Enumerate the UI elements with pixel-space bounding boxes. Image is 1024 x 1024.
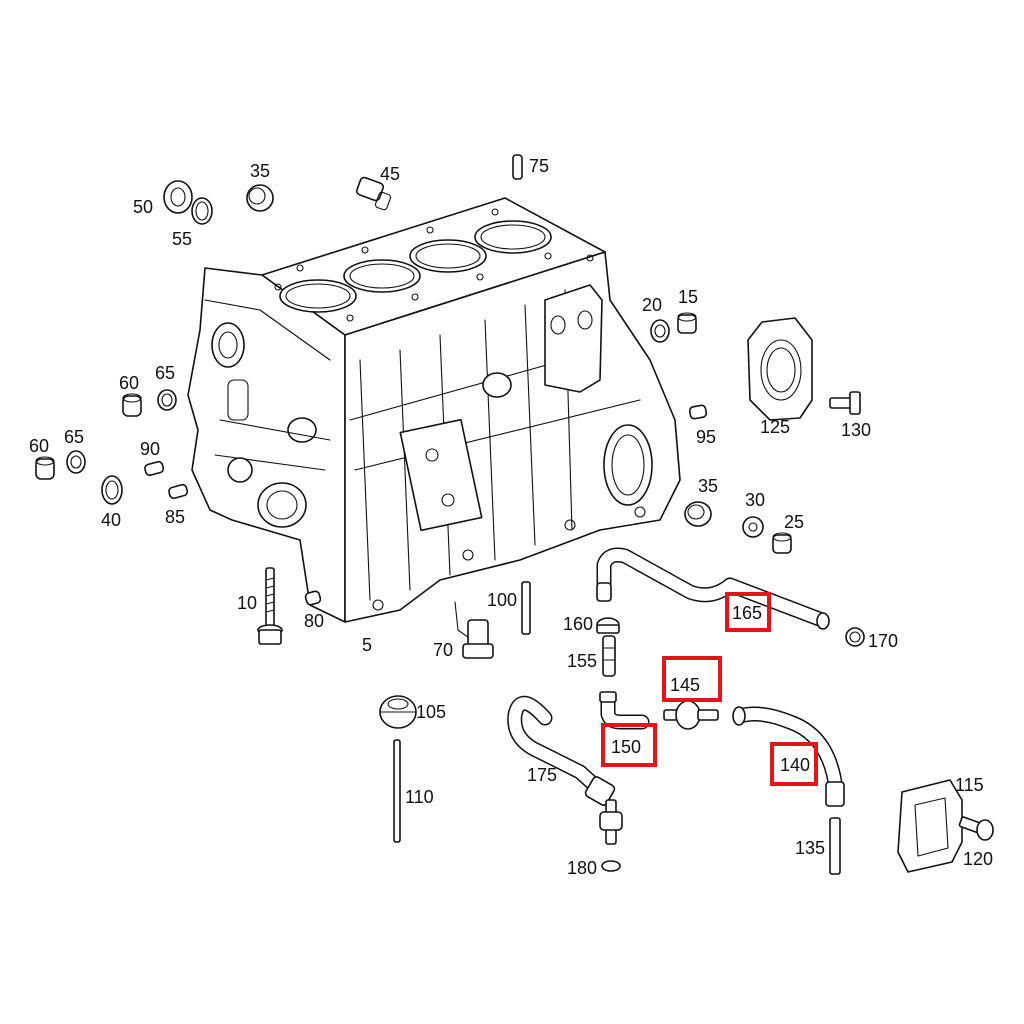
part-100-rod bbox=[521, 581, 531, 635]
highlight-boxes bbox=[601, 592, 818, 786]
callout-140: 140 bbox=[780, 755, 810, 775]
callout-35-top: 35 bbox=[250, 161, 270, 181]
part-180-tube-oring bbox=[599, 799, 623, 872]
highlight-box-150 bbox=[601, 723, 657, 767]
part-20-ring bbox=[650, 319, 670, 343]
callout-160: 160 bbox=[563, 614, 593, 634]
callout-35-right: 35 bbox=[698, 476, 718, 496]
part-155-fitting bbox=[602, 635, 616, 677]
highlight-box-140 bbox=[770, 742, 818, 786]
engine-block bbox=[187, 197, 681, 623]
part-10-bolt bbox=[257, 567, 283, 645]
callout-10: 10 bbox=[237, 593, 257, 613]
part-75-dowel bbox=[512, 154, 523, 180]
callout-20: 20 bbox=[642, 295, 662, 315]
part-45-sensor bbox=[355, 176, 392, 211]
part-125-rear-seal bbox=[747, 317, 813, 421]
callout-95: 95 bbox=[696, 427, 716, 447]
part-165-hose bbox=[596, 547, 830, 630]
callout-5: 5 bbox=[362, 635, 372, 655]
callout-170: 170 bbox=[868, 631, 898, 651]
callout-40: 40 bbox=[101, 510, 121, 530]
callout-45: 45 bbox=[380, 164, 400, 184]
part-105-cap bbox=[379, 695, 417, 729]
callout-25: 25 bbox=[784, 512, 804, 532]
callout-60-lower: 60 bbox=[29, 436, 49, 456]
part-115-cover bbox=[897, 779, 963, 873]
callout-105: 105 bbox=[416, 702, 446, 722]
callout-135: 135 bbox=[795, 838, 825, 858]
callout-labels: 5 10 15 20 25 30 35 35 40 45 50 55 60 60… bbox=[29, 156, 993, 878]
callout-65-lower: 65 bbox=[64, 427, 84, 447]
part-50-plug bbox=[163, 180, 193, 214]
part-140-hose bbox=[732, 706, 845, 807]
callout-85: 85 bbox=[165, 507, 185, 527]
callout-55: 55 bbox=[172, 229, 192, 249]
callout-175: 175 bbox=[527, 765, 557, 785]
part-70-sensor bbox=[454, 601, 494, 659]
part-60-plug-lower bbox=[35, 456, 55, 480]
callout-125: 125 bbox=[760, 417, 790, 437]
callout-30: 30 bbox=[745, 490, 765, 510]
part-170-clamp bbox=[845, 627, 865, 647]
callout-80: 80 bbox=[304, 611, 324, 631]
part-80-pin bbox=[304, 590, 322, 606]
part-145-valve bbox=[663, 700, 719, 730]
part-35-cap-right bbox=[684, 501, 712, 527]
callout-155: 155 bbox=[567, 651, 597, 671]
callout-70: 70 bbox=[433, 640, 453, 660]
callout-100: 100 bbox=[487, 590, 517, 610]
callout-60-upper: 60 bbox=[119, 373, 139, 393]
part-65-ring-lower bbox=[66, 450, 86, 474]
part-135-tube bbox=[829, 817, 841, 875]
callout-75: 75 bbox=[529, 156, 549, 176]
part-55-seal-ring bbox=[191, 197, 213, 225]
callout-120: 120 bbox=[963, 849, 993, 869]
callout-15: 15 bbox=[678, 287, 698, 307]
part-85-pin bbox=[168, 483, 189, 500]
part-175-hose bbox=[507, 695, 616, 806]
part-95-plug bbox=[688, 404, 708, 420]
part-30-washer bbox=[742, 516, 764, 538]
part-60-plug-upper bbox=[122, 393, 142, 417]
part-25-plug bbox=[772, 532, 792, 554]
callout-65-upper: 65 bbox=[155, 363, 175, 383]
part-90-pin bbox=[144, 460, 165, 477]
highlight-box-165 bbox=[725, 592, 771, 632]
callout-115: 115 bbox=[955, 775, 984, 795]
part-110-dipstick bbox=[393, 739, 401, 843]
part-150-elbow bbox=[599, 691, 650, 730]
highlight-box-145 bbox=[662, 656, 722, 702]
part-160-cap bbox=[596, 617, 620, 634]
part-15-plug bbox=[677, 312, 697, 334]
part-35-cap-top bbox=[246, 184, 274, 212]
callout-145: 145 bbox=[670, 675, 700, 695]
callout-130: 130 bbox=[841, 420, 871, 440]
part-40-ring bbox=[101, 475, 123, 505]
part-65-ring-upper bbox=[157, 389, 177, 411]
callout-150: 150 bbox=[611, 737, 641, 757]
part-120-bolt bbox=[958, 816, 994, 841]
callout-90: 90 bbox=[140, 439, 160, 459]
part-130-bolt bbox=[829, 391, 861, 415]
callout-110: 110 bbox=[405, 787, 434, 807]
callout-50: 50 bbox=[133, 197, 153, 217]
callout-165: 165 bbox=[732, 603, 762, 623]
callout-180: 180 bbox=[567, 858, 597, 878]
